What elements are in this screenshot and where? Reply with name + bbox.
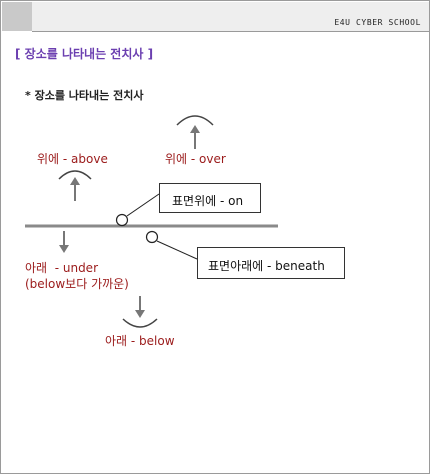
above-arrow-head xyxy=(70,177,80,185)
over-arrow-head xyxy=(190,125,200,133)
under-label: 아래 - under xyxy=(25,261,98,275)
beneath-label: 표면아래에 - beneath xyxy=(208,259,325,273)
on-box: 표면위에 - on xyxy=(159,183,261,213)
below-arc xyxy=(122,318,158,328)
on-label: 표면위에 - on xyxy=(172,194,244,208)
beneath-circle xyxy=(145,230,159,244)
on-circle xyxy=(115,213,129,227)
on-connector xyxy=(126,193,160,217)
page-title: [ 장소를 나타내는 전치사 ] xyxy=(15,47,154,61)
over-label: 위에 - over xyxy=(165,152,226,166)
under-note: (below보다 가까운) xyxy=(25,277,129,291)
below-arrow-head xyxy=(135,310,145,318)
beneath-connector xyxy=(156,240,198,260)
over-arc xyxy=(176,115,214,126)
beneath-box: 표면아래에 - beneath xyxy=(197,247,345,279)
school-name: E4U CYBER SCHOOL xyxy=(334,18,421,27)
header-corner-block xyxy=(2,2,32,31)
above-label: 위에 - above xyxy=(37,152,108,166)
above-arc xyxy=(58,170,92,180)
below-label: 아래 - below xyxy=(105,334,175,348)
section-subtitle: * 장소를 나타내는 전치사 xyxy=(25,89,144,102)
under-arrow-head xyxy=(59,245,69,253)
header-bar: E4U CYBER SCHOOL xyxy=(32,2,429,32)
